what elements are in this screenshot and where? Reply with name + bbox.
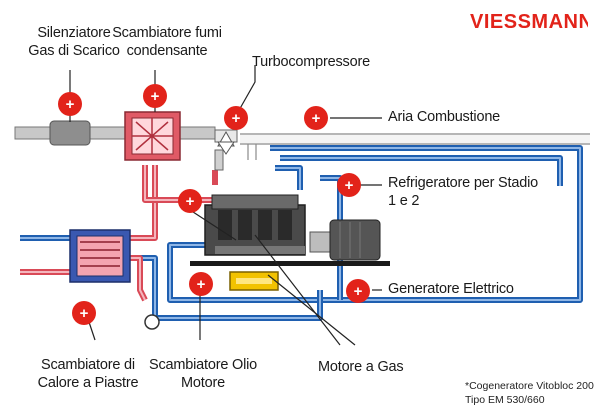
hotspot-silencer-plus-icon: + <box>66 96 75 113</box>
label-intercooler-line1: Refrigeratore per Stadio <box>388 175 538 191</box>
plate-exchanger <box>69 229 131 283</box>
hotspot-turbocharger-plus-icon: + <box>232 110 241 127</box>
label-oil-exchanger-line2: Motore <box>181 375 225 391</box>
oil-exchanger <box>229 271 279 291</box>
hotspot-intercooler-circle <box>337 173 361 197</box>
hotspot-flue-exchanger[interactable]: + <box>143 84 167 108</box>
label-generator: Generatore Elettrico <box>388 281 514 297</box>
hotspots: + + + + + + + + + <box>58 84 370 325</box>
hotspot-turbocharger[interactable]: + <box>224 106 248 130</box>
hotspot-generator-circle <box>346 279 370 303</box>
hotspot-intercooler-plus-icon: + <box>345 177 354 194</box>
pump-icon <box>144 314 160 330</box>
label-silencer-line1: Silenziatore <box>37 25 111 41</box>
hotspot-combustion-air-plus-icon: + <box>312 110 321 127</box>
hotspot-flue-exchanger-circle <box>143 84 167 108</box>
footnote-line2: Tipo EM 530/660 <box>465 394 545 406</box>
air-duct <box>240 133 590 160</box>
label-combustion-air: Aria Combustione <box>388 109 501 125</box>
flue-exchanger <box>124 111 181 161</box>
label-intercooler: Refrigeratore per Stadio 1 e 2 <box>388 174 538 210</box>
label-turbocharger: Turbocompressore <box>252 54 370 70</box>
label-silencer-line2: Gas di Scarico <box>28 43 120 59</box>
label-flue-exchanger-line1: Scambiatore fumi <box>112 25 222 41</box>
silencer-shape <box>49 120 91 146</box>
hotspot-silencer-circle <box>58 92 82 116</box>
hotspot-generator-plus-icon: + <box>354 283 363 300</box>
hotspot-combustion-air-circle <box>304 106 328 130</box>
label-plate-exchanger-line1: Scambiatore di <box>41 357 135 373</box>
hotspot-turbocharger-circle <box>224 106 248 130</box>
label-oil-exchanger-line1: Scambiatore Olio <box>148 357 257 373</box>
hotspot-generator[interactable]: + <box>346 279 370 303</box>
turbocharger <box>214 129 238 171</box>
hotspot-oil-exchanger[interactable]: + <box>189 272 213 296</box>
hotspot-oil-exchanger-circle <box>189 272 213 296</box>
hotspot-plate-exchanger[interactable]: + <box>72 301 96 325</box>
exhaust-pipe <box>14 126 216 140</box>
label-silencer: Silenziatore Gas di Scarico <box>14 24 134 60</box>
label-intercooler-line2: 1 e 2 <box>388 193 420 209</box>
label-flue-exchanger: Scambiatore fumi condensante <box>112 24 222 60</box>
hotspot-silencer[interactable]: + <box>58 92 82 116</box>
hotspot-plate-exchanger-circle <box>72 301 96 325</box>
hotspot-gas-engine-circle <box>178 189 202 213</box>
hotspot-gas-engine[interactable]: + <box>178 189 202 213</box>
hotspot-combustion-air[interactable]: + <box>304 106 328 130</box>
hotspot-plate-exchanger-plus-icon: + <box>80 305 89 322</box>
label-oil-exchanger: Scambiatore Olio Motore <box>148 356 258 392</box>
label-plate-exchanger-line2: Calore a Piastre <box>37 375 139 391</box>
hotspot-intercooler[interactable]: + <box>337 173 361 197</box>
label-gas-engine: Motore a Gas <box>318 359 404 375</box>
footnote-line1: *Cogeneratore Vitobloc 200 <box>465 380 594 392</box>
footnote: *Cogeneratore Vitobloc 200 Tipo EM 530/6… <box>465 379 594 407</box>
label-plate-exchanger: Scambiatore di Calore a Piastre <box>28 356 148 392</box>
brand-logo-text: VIESSMANN <box>470 11 588 33</box>
hotspot-oil-exchanger-plus-icon: + <box>197 276 206 293</box>
hotspot-flue-exchanger-plus-icon: + <box>151 88 160 105</box>
label-flue-exchanger-line2: condensante <box>126 43 208 59</box>
viessmann-logo: VIESSMANN <box>470 11 588 33</box>
hotspot-gas-engine-plus-icon: + <box>186 193 195 210</box>
generator <box>309 219 381 261</box>
